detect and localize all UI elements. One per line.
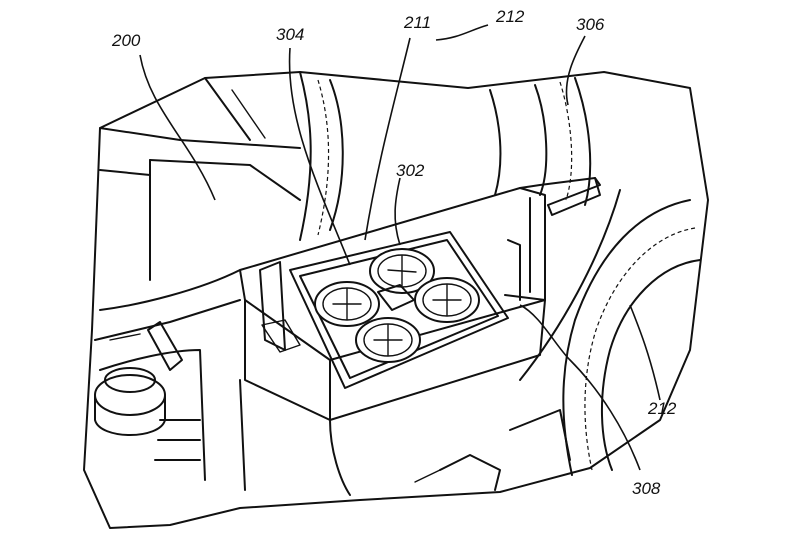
ref-label-304: 304 bbox=[276, 25, 304, 44]
ref-label-212-right: 212 bbox=[647, 399, 677, 418]
ref-label-302: 302 bbox=[396, 161, 425, 180]
ref-label-200: 200 bbox=[111, 31, 141, 50]
right-front-seat bbox=[519, 189, 701, 476]
front-seat-back-left bbox=[299, 71, 344, 241]
quadcopter-drone bbox=[314, 248, 480, 363]
rear-seat-area bbox=[99, 77, 301, 281]
console-front bbox=[99, 269, 571, 496]
leader-lines bbox=[139, 24, 661, 471]
cutaway-boundary bbox=[83, 71, 709, 529]
ref-label-308: 308 bbox=[632, 479, 661, 498]
cupholder-area bbox=[94, 299, 241, 481]
ref-label-211: 211 bbox=[403, 13, 431, 32]
front-seat-back-right bbox=[489, 77, 592, 206]
ref-label-212-top: 212 bbox=[495, 7, 525, 26]
ref-label-306: 306 bbox=[576, 15, 605, 34]
center-console bbox=[239, 177, 601, 421]
